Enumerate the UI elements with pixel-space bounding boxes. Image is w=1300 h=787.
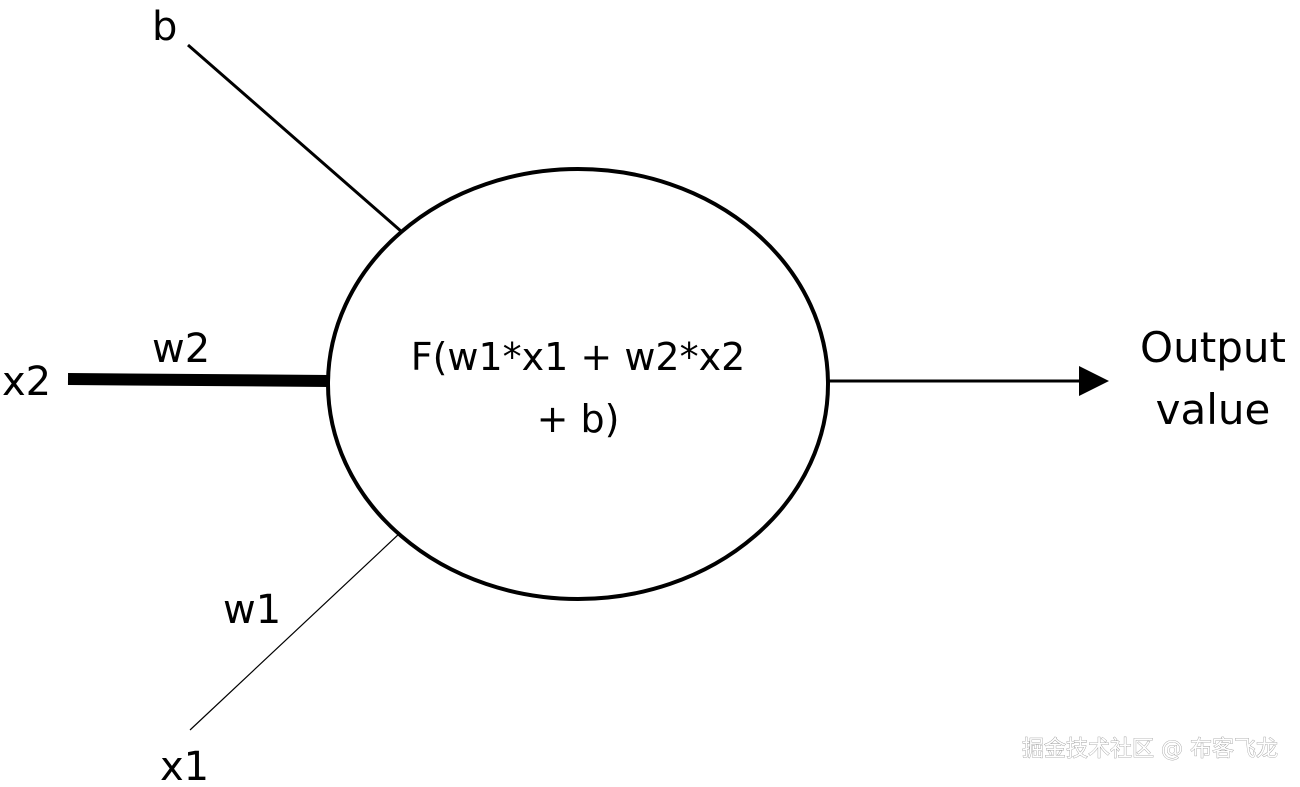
w2-label: w2 <box>152 326 210 372</box>
output-label-line-1: Output <box>1140 323 1286 372</box>
x2-edge <box>67 373 331 387</box>
watermark-text: 掘金技术社区 @ 布客飞龙 <box>1022 737 1278 762</box>
output-label-line-2: value <box>1156 385 1271 434</box>
formula-line-1: F(w1*x1 + w2*x2 <box>411 335 746 379</box>
bias-edge <box>187 43 403 234</box>
neuron-node <box>326 167 830 601</box>
x1-edge <box>189 532 401 731</box>
formula-line-2: + b) <box>537 397 620 441</box>
bias-label: b <box>152 4 177 50</box>
x1-label: x1 <box>160 744 209 783</box>
w1-label: w1 <box>223 587 281 633</box>
x2-label: x2 <box>2 359 51 405</box>
